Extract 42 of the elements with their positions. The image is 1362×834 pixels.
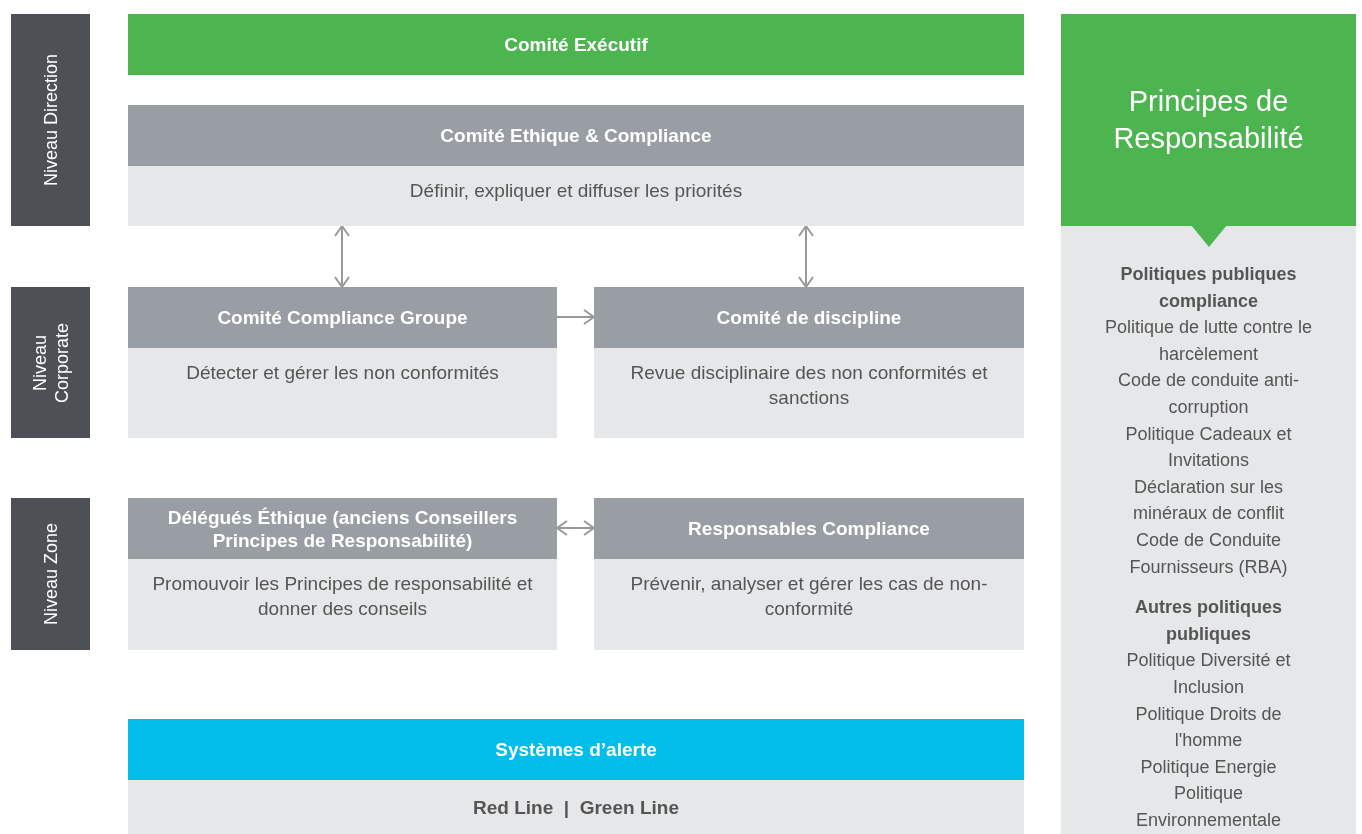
card-header: Responsables Compliance — [594, 498, 1024, 559]
policy-item: Code de Conduite Fournisseurs (RBA) — [1128, 528, 1289, 579]
policy-item: Politique Diversité et Inclusion — [1125, 649, 1292, 699]
card-header: Comité Ethique & Compliance — [128, 105, 1024, 166]
card-header: Comité Compliance Groupe — [128, 287, 557, 348]
policy-heading: Politiques publiques compliance — [1119, 263, 1298, 313]
policy-item: Politique Droits de l'homme — [1134, 702, 1283, 753]
policy-item: Politique de lutte contre le harcèlement — [1103, 316, 1314, 366]
level-label: Niveau Direction — [39, 53, 62, 187]
committee-card — [128, 105, 1024, 226]
card-header: Comité Exécutif — [128, 14, 1024, 75]
card-header: Délégués Éthique (anciens Conseillers Principes de Responsabilité) — [128, 498, 557, 559]
level-band — [11, 287, 90, 438]
description-text: Prévenir, analyser et gérer les cas de non-conformité — [629, 572, 989, 621]
policy-item: Politique Energie — [1139, 755, 1278, 779]
committee-card — [594, 498, 1024, 650]
policy-item: Politique Environnementale — [1134, 782, 1283, 832]
description-text: Promouvoir les Principes de responsabilité et donner des conseils — [151, 572, 534, 621]
card-header: Systèmes d’alerte — [128, 719, 1024, 780]
policy-heading: Autres politiques publiques — [1134, 596, 1283, 646]
description-text: Définir, expliquer et diffuser les priorités — [409, 179, 743, 203]
policy-item: Code de conduite anti-corruption — [1116, 369, 1301, 419]
description-text: Red Line | Green Line — [473, 795, 679, 820]
level-label: Niveau Corporate — [28, 321, 73, 405]
policy-item: Politique Cadeaux et Invitations — [1124, 422, 1293, 473]
committee-card — [594, 287, 1024, 438]
level-band — [11, 14, 90, 226]
panel-header: Principes de Responsabilité — [1061, 14, 1356, 226]
policy-item: Déclaration sur les minéraux de conflit — [1131, 475, 1286, 526]
arrow — [334, 225, 350, 288]
description-text: Détecter et gérer les non conformités — [186, 361, 499, 385]
level-band — [11, 498, 90, 650]
card-header: Comité de discipline — [594, 287, 1024, 348]
arrow — [798, 225, 814, 288]
policy-panel — [1061, 14, 1356, 834]
committee-card — [128, 287, 557, 438]
committee-card — [128, 719, 1024, 834]
committee-card — [128, 498, 557, 650]
arrow — [556, 520, 595, 536]
arrow — [556, 309, 595, 325]
description-text: Revue disciplinaire des non conformités et sanctions — [629, 361, 989, 410]
level-label: Niveau Zone — [39, 522, 62, 626]
